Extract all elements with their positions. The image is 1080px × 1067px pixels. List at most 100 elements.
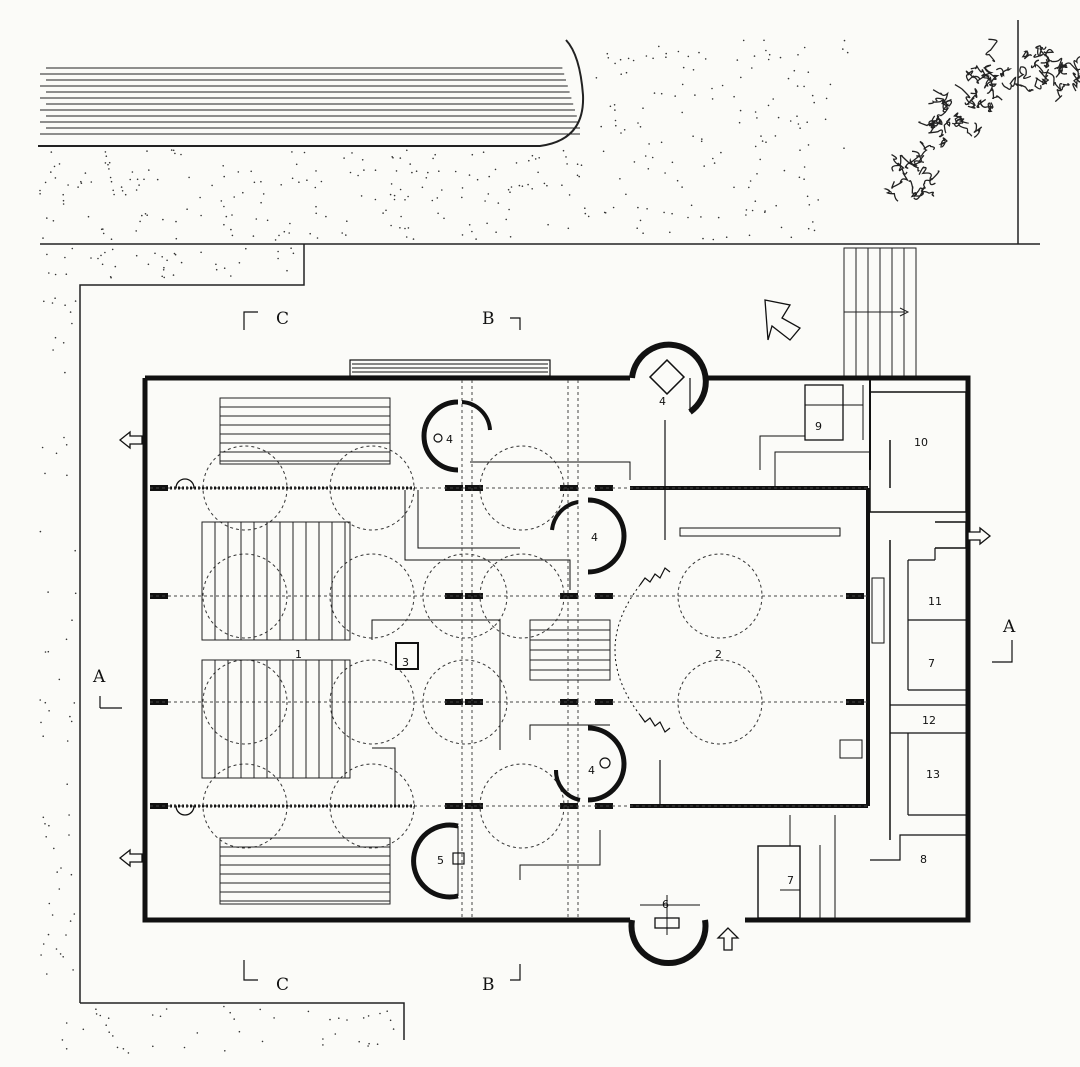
stipple-dot — [471, 153, 474, 156]
section-label-b-bottom: B — [482, 975, 495, 995]
stipple-dot — [59, 953, 62, 955]
stipple-dot — [222, 165, 224, 167]
stipple-dot — [681, 83, 684, 86]
stipple-dot — [224, 1050, 226, 1052]
stipple-dot — [806, 195, 809, 198]
stipple-dot — [69, 311, 72, 313]
stipple-dot — [124, 193, 127, 196]
canal — [38, 39, 585, 147]
stipple-dot — [777, 116, 780, 119]
stipple-dot — [104, 251, 106, 254]
stipple-dot — [40, 954, 42, 956]
stipple-dot — [798, 176, 801, 179]
stipple-dot — [135, 254, 138, 257]
stipple-dot — [509, 236, 512, 238]
stipple-dot — [606, 52, 609, 55]
dome-circle — [677, 659, 763, 745]
dome-circle — [329, 763, 415, 849]
stipple-dot — [44, 472, 46, 475]
stipple-dot — [52, 349, 54, 351]
stipple-dot — [443, 217, 445, 220]
dome-circle — [329, 659, 415, 745]
dome-circle — [202, 445, 288, 531]
stipple-dot — [690, 204, 693, 207]
room-label-12: 12 — [922, 714, 936, 727]
stipple-dot — [233, 1018, 235, 1020]
room-label-9: 9 — [815, 420, 822, 433]
stipple-dot — [700, 216, 702, 218]
hedge-squiggle — [1001, 76, 1017, 90]
stipple-dot — [315, 212, 318, 215]
stipple-dot — [196, 1032, 199, 1034]
stipple-dot — [100, 254, 102, 257]
room-label-2: 2 — [715, 648, 722, 661]
stipple-dot — [764, 211, 766, 213]
outer-walls — [142, 359, 971, 923]
stipple-dot — [642, 107, 644, 109]
stipple-dot — [122, 1048, 125, 1050]
room-label-5: 5 — [437, 854, 444, 867]
stipple-dot — [400, 215, 402, 218]
footbridge — [843, 247, 917, 377]
stipple-dot — [172, 274, 175, 276]
stipple-dot — [110, 276, 112, 279]
stipple-dot — [358, 1040, 361, 1043]
stipple-dot — [73, 702, 76, 704]
hedge-squiggle — [953, 122, 973, 137]
stipple-dot — [60, 867, 62, 869]
stipple-dot — [54, 297, 56, 300]
stipple-dot — [120, 186, 123, 188]
site-boundaries — [40, 20, 1040, 1040]
stipple-dot — [162, 218, 164, 221]
stipple-dot — [748, 186, 750, 189]
stipple-dot — [471, 230, 473, 233]
stipple-dot — [360, 195, 363, 197]
stipple-dot — [580, 164, 583, 166]
stipple-dot — [97, 257, 99, 260]
stipple-dot — [647, 168, 650, 170]
stipple-dot — [69, 920, 72, 922]
stipple-dot — [543, 182, 546, 185]
stipple-dot — [637, 206, 639, 209]
stipple-dot — [507, 188, 510, 191]
stipple-dot — [393, 194, 396, 197]
stipple-dot — [436, 197, 439, 199]
stipple-dot — [620, 73, 622, 75]
stipple-dot — [223, 267, 226, 270]
stipple-dot — [681, 186, 683, 188]
stipple-dot — [576, 163, 579, 165]
stipple-dot — [623, 129, 626, 131]
stipple-dot — [345, 234, 347, 236]
stipple-dot — [135, 230, 137, 232]
stipple-dot — [62, 956, 64, 958]
stipple-dot — [273, 1017, 275, 1019]
column — [560, 699, 578, 705]
stipple-dot — [108, 168, 110, 170]
entrance-arrows — [118, 299, 992, 951]
stipple-dot — [389, 1019, 392, 1022]
stipple-dot — [109, 176, 112, 179]
stipple-dot — [625, 193, 627, 196]
stipple-dot — [58, 163, 61, 165]
stipple-dot — [812, 221, 814, 223]
stipple-dot — [487, 193, 490, 195]
stipple-dot — [614, 119, 617, 122]
stipple-dot — [283, 230, 286, 233]
stipple-dot — [395, 170, 398, 172]
stipple-dot — [620, 132, 622, 134]
stipple-dot — [114, 265, 117, 268]
stipple-dot — [174, 152, 176, 155]
hedge-squiggle — [970, 64, 990, 77]
stipple-dot — [50, 171, 52, 173]
stipple-dot — [48, 710, 50, 712]
stipple-dot — [808, 204, 811, 206]
stipple-dot — [39, 699, 41, 701]
stipple-dot — [651, 156, 654, 159]
stipple-dot — [663, 211, 665, 214]
stipple-dot — [407, 227, 410, 229]
stipple-dot — [105, 1024, 107, 1026]
stipple-dot — [712, 238, 715, 241]
seating-block — [201, 521, 351, 641]
hedge-squiggle — [989, 88, 1003, 101]
stipple-dot — [461, 234, 464, 236]
